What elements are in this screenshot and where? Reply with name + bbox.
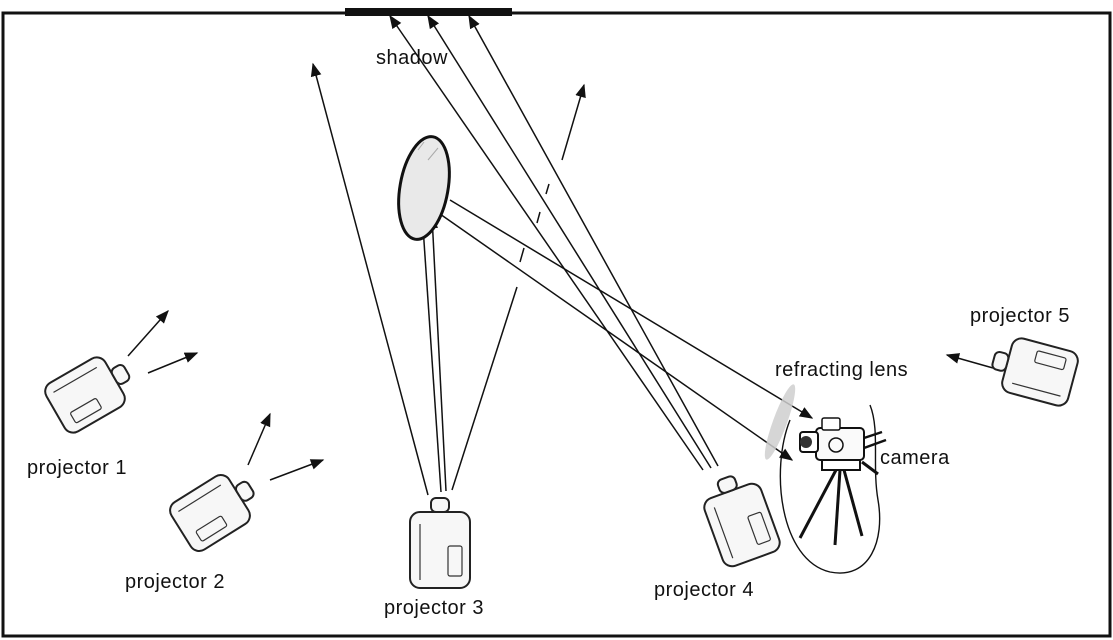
- projector-arrows: [127, 309, 994, 481]
- projector-4-label: projector 4: [654, 579, 754, 601]
- projector-1-label: projector 1: [27, 457, 127, 479]
- shadow-label: shadow: [376, 47, 448, 69]
- projector-4-rays: [389, 14, 719, 471]
- projector-3-label: projector 3: [384, 597, 484, 619]
- camera-tripod-group: [779, 404, 887, 574]
- lens-to-camera-rays: [429, 199, 814, 461]
- projector-2-label: projector 2: [125, 571, 225, 593]
- projector-5-label: projector 5: [970, 305, 1070, 327]
- projector-3-rays: [310, 62, 586, 496]
- refracting-lens: [764, 384, 796, 460]
- projector-icon: [703, 475, 781, 568]
- camera-label: camera: [880, 447, 950, 469]
- projector-icon: [991, 337, 1079, 407]
- video-camera-icon: [799, 417, 887, 476]
- tripod-icon: [798, 459, 864, 546]
- shadow-bar: [345, 8, 512, 16]
- projector-icon: [44, 356, 131, 434]
- refracting-lens-label: refracting lens: [775, 359, 908, 381]
- projector-icon: [409, 497, 471, 589]
- camera-outline-sketch: [779, 404, 881, 574]
- lens: [397, 135, 451, 241]
- projector-icon: [169, 474, 255, 552]
- diagram-frame: [1, 11, 1112, 638]
